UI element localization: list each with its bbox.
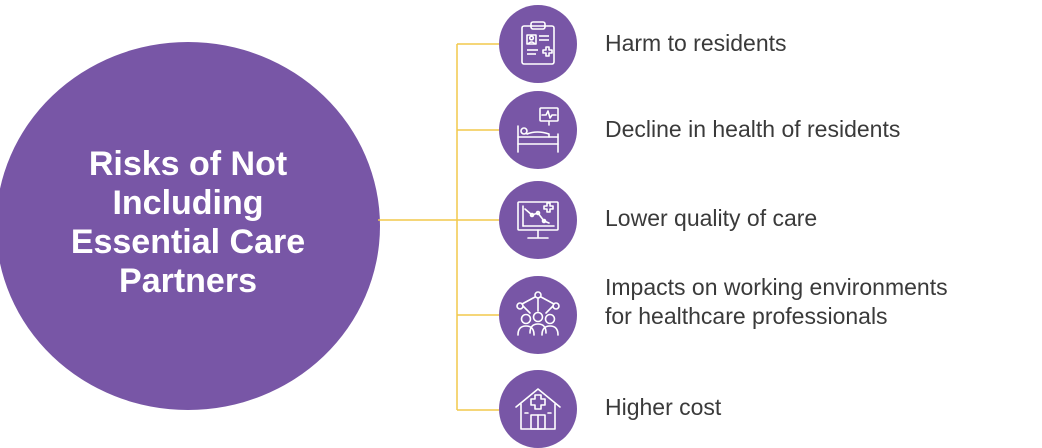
main-topic-circle: Risks of Not Including Essential Care Pa… <box>0 42 380 410</box>
medical-chart-icon <box>499 5 577 83</box>
main-title: Risks of Not Including Essential Care Pa… <box>70 145 306 300</box>
item-label-harm: Harm to residents <box>605 30 787 56</box>
team-network-icon <box>499 276 577 354</box>
declining-chart-monitor-icon <box>499 181 577 259</box>
item-label-quality: Lower quality of care <box>605 205 818 231</box>
item-label-cost: Higher cost <box>605 394 722 420</box>
hospital-building-icon <box>499 370 577 448</box>
hospital-bed-monitor-icon <box>499 91 577 169</box>
item-label-decline: Decline in health of residents <box>605 116 901 142</box>
